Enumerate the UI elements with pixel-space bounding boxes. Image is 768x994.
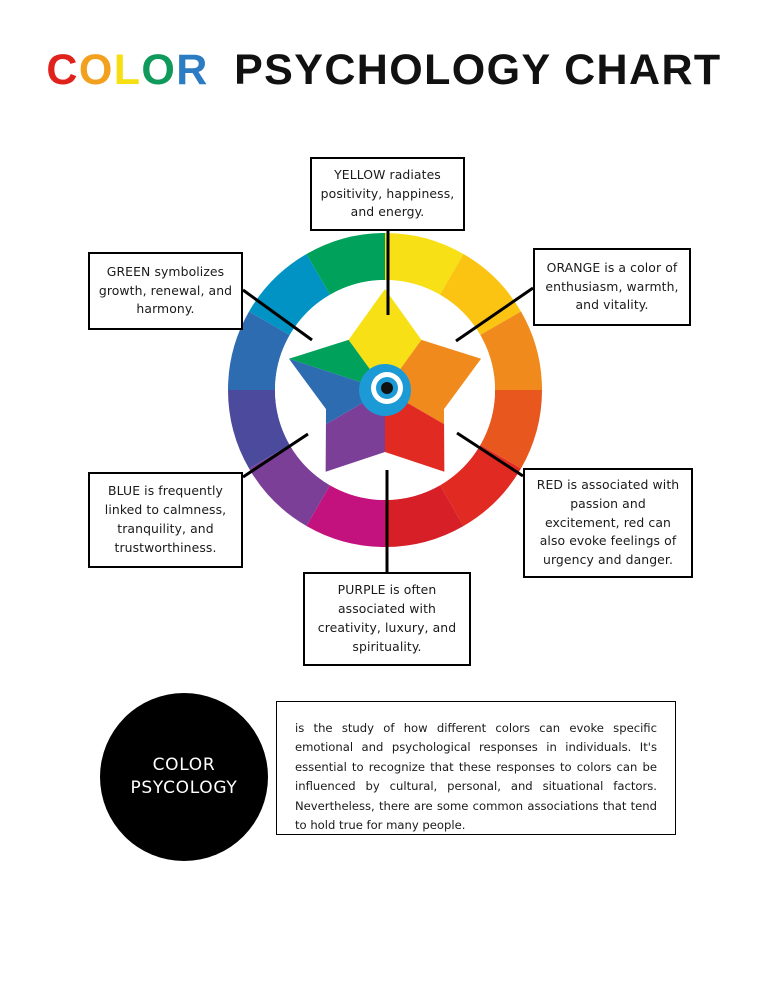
center-eye — [359, 364, 411, 416]
title-color-word: COLOR — [46, 46, 222, 94]
wheel-segment-green — [306, 233, 385, 295]
callout-orange: ORANGE is a color of enthusiasm, warmth,… — [533, 248, 691, 326]
wheel-segment-magenta — [306, 485, 385, 547]
callout-blue-text: BLUE is frequently linked to calmness, t… — [104, 483, 227, 555]
callout-red: RED is associated with passion and excit… — [523, 468, 693, 578]
callout-purple-text: PURPLE is often associated with creativi… — [317, 582, 457, 654]
callout-yellow-text: YELLOW radiates positivity, happiness, a… — [320, 166, 455, 220]
description-box: is the study of how different colors can… — [276, 701, 676, 835]
callout-green-text: GREEN symbolizes growth, renewal, and ha… — [98, 263, 233, 317]
inner-wedge-yellow — [302, 289, 468, 390]
title-letter-r: R — [176, 46, 209, 94]
callout-green: GREEN symbolizes growth, renewal, and ha… — [88, 252, 243, 330]
callout-yellow: YELLOW radiates positivity, happiness, a… — [310, 157, 465, 231]
badge-line-1: COLOR — [152, 755, 216, 776]
callout-purple: PURPLE is often associated with creativi… — [303, 572, 471, 666]
color-wheel-svg — [228, 233, 542, 547]
wheel-segment-yellow — [385, 233, 464, 295]
callout-blue: BLUE is frequently linked to calmness, t… — [88, 472, 243, 568]
title-letter-o2: O — [141, 46, 177, 94]
page-title: COLOR PSYCHOLOGY CHART — [0, 46, 768, 95]
wheel-segment-crimson — [385, 485, 464, 547]
eye-pupil — [381, 382, 393, 394]
badge-line-2: PSYCOLOGY — [130, 778, 238, 798]
title-rest: PSYCHOLOGY CHART — [234, 46, 722, 94]
color-wheel — [228, 233, 542, 547]
title-letter-o1: O — [78, 46, 114, 94]
description-text: is the study of how different colors can… — [295, 721, 657, 833]
color-psycology-badge: COLOR PSYCOLOGY — [100, 693, 268, 861]
title-letter-c: C — [46, 46, 79, 94]
title-letter-l: L — [113, 46, 142, 94]
inner-wedge-orange — [385, 289, 482, 460]
callout-orange-text: ORANGE is a color of enthusiasm, warmth,… — [545, 259, 679, 313]
callout-red-text: RED is associated with passion and excit… — [536, 476, 680, 568]
